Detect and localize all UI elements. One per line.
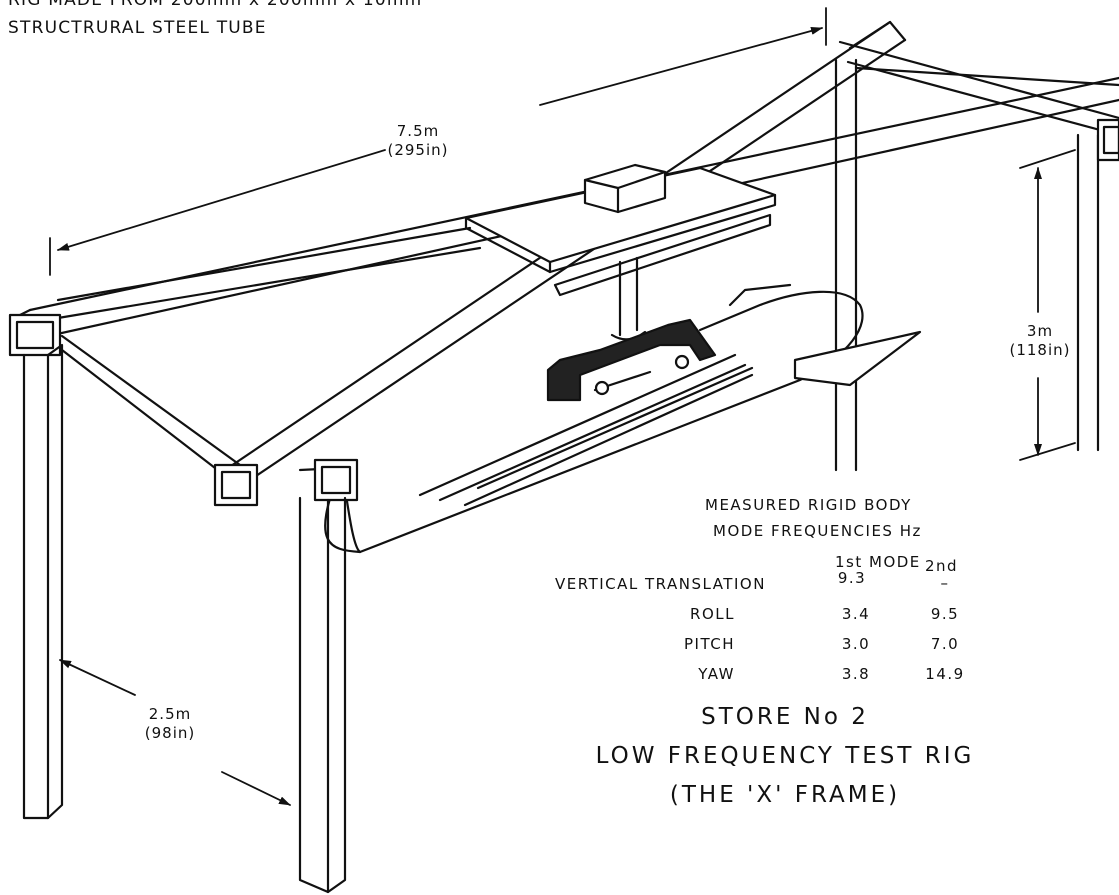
- span-metric: 7.5m: [396, 122, 440, 140]
- caption-subtitle: LOW FREQUENCY TEST RIG: [595, 743, 975, 769]
- col-header-first: 1st MODE: [835, 553, 921, 571]
- span-imperial: (295in): [387, 141, 449, 159]
- table-title: MEASURED RIGID BODY: [705, 496, 912, 514]
- span-dimension: 7.5m (295in): [368, 122, 468, 160]
- col-header-second: 2nd: [925, 557, 959, 575]
- width-metric: 2.5m: [148, 705, 192, 723]
- row-value-first: 9.3: [837, 569, 867, 587]
- row-value-first: 3.8: [841, 665, 871, 683]
- table-subtitle: MODE FREQUENCIES Hz: [713, 522, 922, 540]
- dimension-lines: [49, 7, 1076, 806]
- caption-title: STORE No 2: [701, 704, 869, 730]
- row-value-first: 3.4: [841, 605, 871, 623]
- store-body: [324, 283, 922, 554]
- row-label: ROLL: [690, 605, 735, 623]
- row-label: PITCH: [683, 635, 735, 653]
- row-value-second: –: [940, 574, 950, 592]
- front-right-post: [213, 458, 359, 894]
- row-value-second: 7.0: [930, 635, 960, 653]
- row-label: YAW: [698, 665, 735, 683]
- rig-material-note-line2: STRUCTRURAL STEEL TUBE: [8, 18, 267, 38]
- rig-material-note: RIG MADE FROM 200mm x 200mm x 10mm: [8, 0, 423, 10]
- height-imperial: (118in): [1009, 341, 1071, 359]
- row-value-second: 9.5: [930, 605, 960, 623]
- width-dimension: 2.5m (98in): [125, 705, 215, 743]
- central-plate: [464, 163, 777, 297]
- row-label: VERTICAL TRANSLATION: [555, 575, 766, 593]
- row-value-second: 14.9: [925, 665, 965, 683]
- left-side-frame: [56, 226, 482, 480]
- row-value-first: 3.0: [841, 635, 871, 653]
- height-metric: 3m: [1026, 322, 1054, 340]
- right-post-head: [1096, 118, 1119, 162]
- store-suspension: [546, 256, 717, 402]
- caption-note: (THE 'X' FRAME): [669, 782, 901, 808]
- width-imperial: (98in): [144, 724, 196, 742]
- front-left-post: [8, 313, 64, 820]
- rear-frame: [834, 40, 1119, 472]
- height-dimension: 3m (118in): [1000, 322, 1080, 360]
